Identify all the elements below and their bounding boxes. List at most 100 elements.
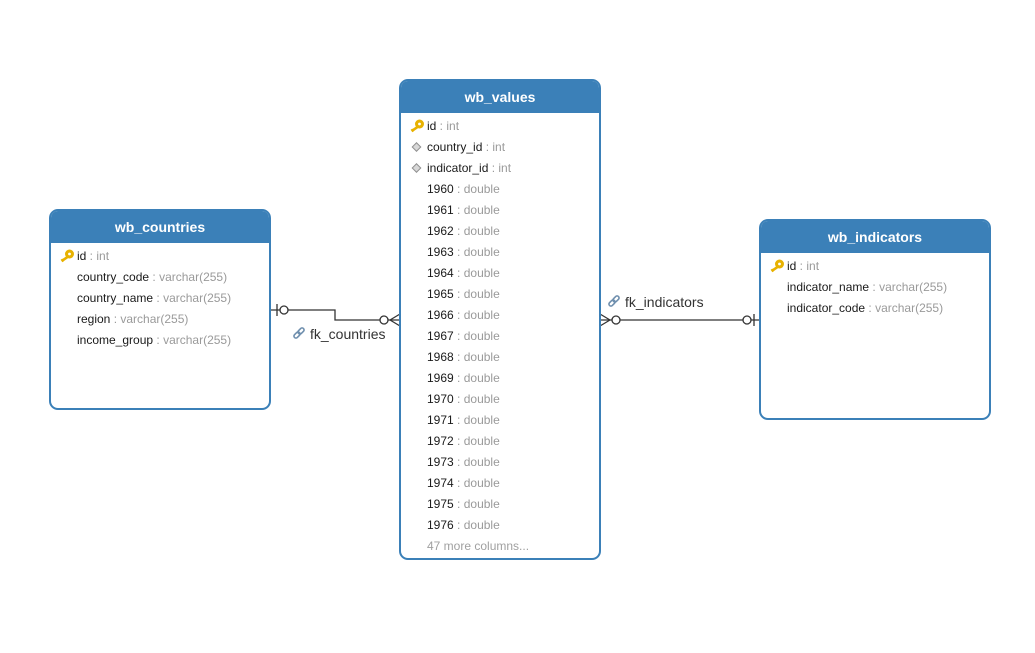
column-type: double [463, 329, 500, 343]
column-name: indicator_id [427, 161, 489, 175]
column-type: varchar(255) [163, 291, 232, 305]
column-name: 1974 [427, 476, 454, 490]
column-row[interactable]: 1967 : double [401, 326, 599, 347]
column-name: indicator_name [787, 280, 870, 294]
type-separator: : [453, 392, 464, 406]
column-row[interactable]: 1964 : double [401, 263, 599, 284]
type-separator: : [453, 308, 464, 322]
column-name: country_id [427, 140, 483, 154]
key-icon [409, 116, 425, 137]
column-type: double [463, 434, 500, 448]
column-name: 1964 [427, 266, 454, 280]
type-separator: : [453, 497, 464, 511]
type-separator: : [86, 249, 97, 263]
column-row[interactable]: 1965 : double [401, 284, 599, 305]
column-type: int [498, 161, 512, 175]
relationship-label-fk-countries[interactable]: fk_countries [292, 326, 385, 342]
column-row[interactable]: 1969 : double [401, 368, 599, 389]
column-row[interactable]: indicator_code : varchar(255) [761, 298, 989, 319]
column-type: double [463, 455, 500, 469]
column-name: 1965 [427, 287, 454, 301]
column-type: double [463, 413, 500, 427]
column-row[interactable]: 1976 : double [401, 515, 599, 536]
column-row[interactable]: id : int [761, 256, 989, 277]
column-type: double [463, 182, 500, 196]
type-separator: : [453, 224, 464, 238]
column-row[interactable]: id : int [401, 116, 599, 137]
column-row[interactable]: 1970 : double [401, 389, 599, 410]
type-separator: : [453, 371, 464, 385]
column-row[interactable]: indicator_name : varchar(255) [761, 277, 989, 298]
column-name: 1973 [427, 455, 454, 469]
type-separator: : [453, 476, 464, 490]
column-row[interactable]: 1968 : double [401, 347, 599, 368]
column-name: 1967 [427, 329, 454, 343]
relationship-label-fk-indicators[interactable]: fk_indicators [607, 294, 704, 310]
column-name: 1961 [427, 203, 454, 217]
column-name: country_code [77, 270, 150, 284]
column-row[interactable]: id : int [51, 246, 269, 267]
type-separator: : [796, 259, 807, 273]
relationship-name: fk_indicators [625, 294, 704, 310]
column-row[interactable]: 1974 : double [401, 473, 599, 494]
column-type: int [492, 140, 506, 154]
column-row[interactable]: region : varchar(255) [51, 309, 269, 330]
column-row[interactable]: indicator_id : int [401, 158, 599, 179]
column-row[interactable]: 1973 : double [401, 452, 599, 473]
column-row[interactable]: 1975 : double [401, 494, 599, 515]
column-row[interactable]: income_group : varchar(255) [51, 330, 269, 351]
column-type: varchar(255) [879, 280, 948, 294]
type-separator: : [436, 119, 447, 133]
type-separator: : [488, 161, 499, 175]
column-name: country_name [77, 291, 154, 305]
entity-title[interactable]: wb_indicators [761, 221, 989, 253]
column-name: indicator_code [787, 301, 866, 315]
column-row[interactable]: country_code : varchar(255) [51, 267, 269, 288]
column-row[interactable]: country_id : int [401, 137, 599, 158]
more-columns-link[interactable]: 47 more columns... [427, 539, 530, 553]
type-separator: : [453, 287, 464, 301]
relationship-name: fk_countries [310, 326, 386, 342]
entity-title[interactable]: wb_countries [51, 211, 269, 243]
column-row[interactable]: 1960 : double [401, 179, 599, 200]
column-row[interactable]: 1972 : double [401, 431, 599, 452]
fk-countries-connector[interactable] [271, 304, 401, 327]
foreign-key-icon [409, 158, 425, 179]
column-row[interactable]: 1963 : double [401, 242, 599, 263]
type-separator: : [482, 140, 493, 154]
column-row[interactable]: 1971 : double [401, 410, 599, 431]
link-icon [608, 295, 620, 307]
entity-title[interactable]: wb_values [401, 81, 599, 113]
fk-indicators-connector[interactable] [599, 313, 760, 327]
column-row[interactable]: 1966 : double [401, 305, 599, 326]
foreign-key-icon [409, 137, 425, 158]
column-name: 1966 [427, 308, 454, 322]
type-separator: : [453, 518, 464, 532]
column-type: double [463, 287, 500, 301]
type-separator: : [453, 434, 464, 448]
link-icon [293, 327, 305, 339]
column-name: 1975 [427, 497, 454, 511]
type-separator: : [110, 312, 121, 326]
column-type: varchar(255) [163, 333, 232, 347]
column-type: double [463, 350, 500, 364]
column-type: double [463, 308, 500, 322]
type-separator: : [453, 266, 464, 280]
column-type: int [446, 119, 460, 133]
column-row[interactable]: 1961 : double [401, 200, 599, 221]
column-name: 1970 [427, 392, 454, 406]
column-name: income_group [77, 333, 154, 347]
column-type: varchar(255) [120, 312, 189, 326]
key-icon [59, 246, 75, 267]
column-type: double [463, 224, 500, 238]
type-separator: : [153, 333, 164, 347]
column-row[interactable]: 1962 : double [401, 221, 599, 242]
column-row[interactable]: country_name : varchar(255) [51, 288, 269, 309]
column-name: id [77, 249, 87, 263]
